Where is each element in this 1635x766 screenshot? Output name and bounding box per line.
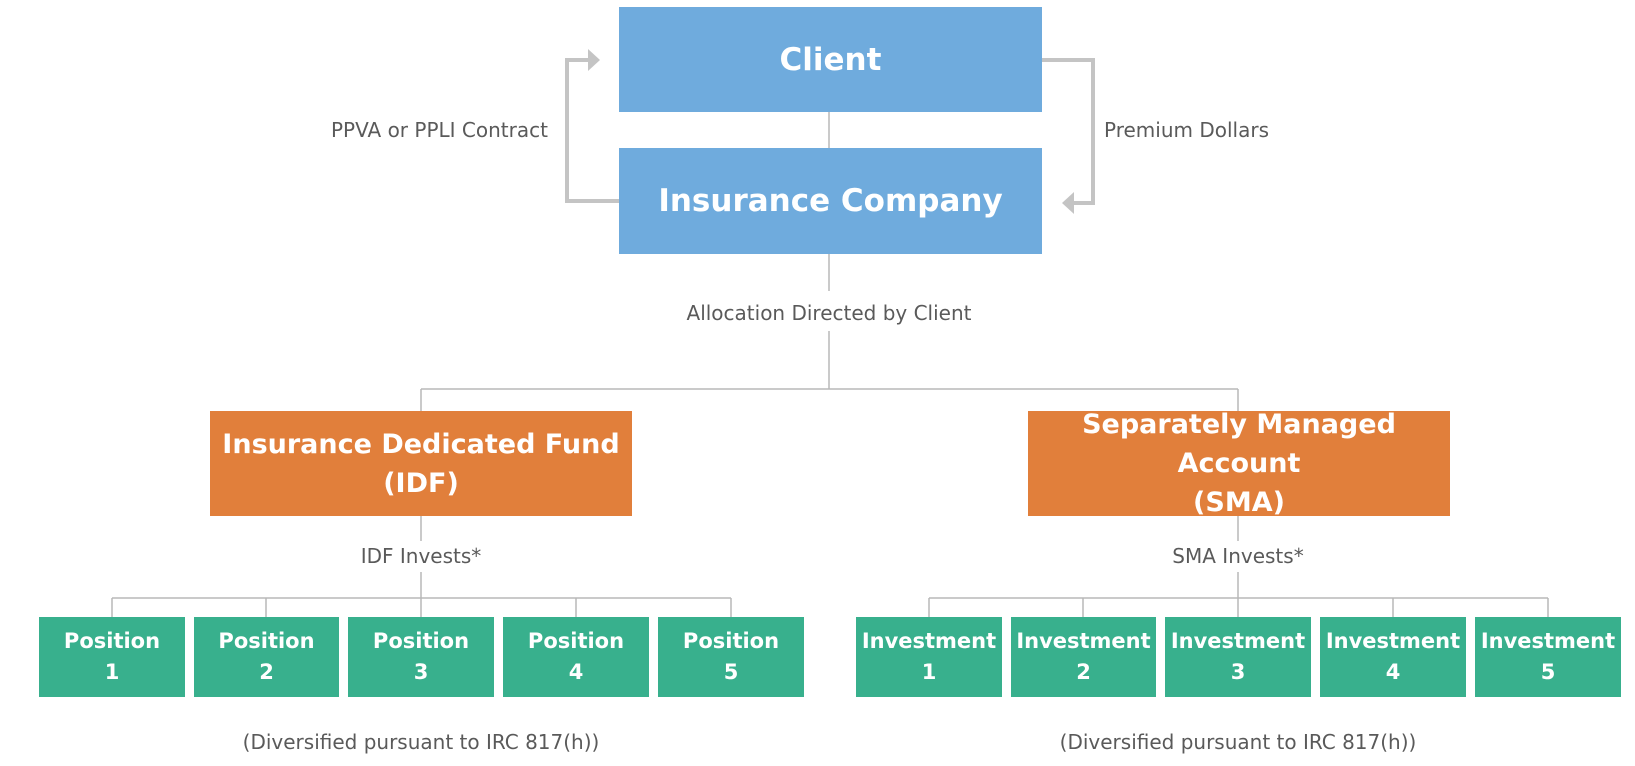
investment-word: Investment <box>1016 629 1151 653</box>
insurance-company-label: Insurance Company <box>658 183 1003 219</box>
idf-position-3: Position 3 <box>348 617 494 697</box>
sma-invests-label: SMA Invests* <box>1172 544 1304 568</box>
idf-position-4: Position 4 <box>503 617 649 697</box>
idf-invests-label: IDF Invests* <box>360 544 482 568</box>
position-word: Position <box>372 629 470 653</box>
sma-investment-4: Investment 4 <box>1320 617 1466 697</box>
position-number: 1 <box>104 660 120 684</box>
investment-number: 2 <box>1076 660 1091 684</box>
position-number: 4 <box>568 660 584 684</box>
sma-box: Separately Managed Account (SMA) <box>1028 409 1450 518</box>
contract-label: PPVA or PPLI Contract <box>331 118 548 142</box>
idf-box: Insurance Dedicated Fund (IDF) <box>210 411 632 516</box>
position-number: 2 <box>259 660 274 684</box>
investment-word: Investment <box>1325 629 1461 653</box>
client-label: Client <box>779 41 882 78</box>
investment-number: 4 <box>1385 660 1401 684</box>
sma-investment-3: Investment 3 <box>1165 617 1311 697</box>
position-word: Position <box>63 629 161 653</box>
sma-investment-2: Investment 2 <box>1011 617 1156 697</box>
premium-dollars-label: Premium Dollars <box>1104 118 1269 142</box>
idf-position-5: Position 5 <box>658 617 804 697</box>
position-word: Position <box>218 629 315 653</box>
position-word: Position <box>527 629 625 653</box>
investment-word: Investment <box>1480 629 1616 653</box>
investment-number: 1 <box>921 660 937 684</box>
sma-investment-1: Investment 1 <box>856 617 1002 697</box>
position-word: Position <box>682 629 780 653</box>
investment-word: Investment <box>861 629 997 653</box>
idf-title-line2: (IDF) <box>383 467 459 499</box>
investment-number: 5 <box>1540 660 1556 684</box>
allocation-label: Allocation Directed by Client <box>686 301 972 325</box>
idf-title-line1: Insurance Dedicated Fund <box>222 428 620 460</box>
sma-investment-5: Investment 5 <box>1475 617 1621 697</box>
position-number: 5 <box>723 660 739 684</box>
idf-position-1: Position 1 <box>39 617 185 697</box>
sma-footnote: (Diversified pursuant to IRC 817(h)) <box>1059 730 1417 754</box>
investment-word: Investment <box>1170 629 1306 653</box>
idf-position-2: Position 2 <box>194 617 339 697</box>
idf-footnote: (Diversified pursuant to IRC 817(h)) <box>242 730 600 754</box>
sma-title-line1: Separately Managed Account <box>1082 409 1396 479</box>
insurance-company-box: Insurance Company <box>619 148 1042 254</box>
client-box: Client <box>619 7 1042 112</box>
investment-number: 3 <box>1230 660 1246 684</box>
position-number: 3 <box>413 660 429 684</box>
sma-title-line2: (SMA) <box>1193 487 1285 518</box>
